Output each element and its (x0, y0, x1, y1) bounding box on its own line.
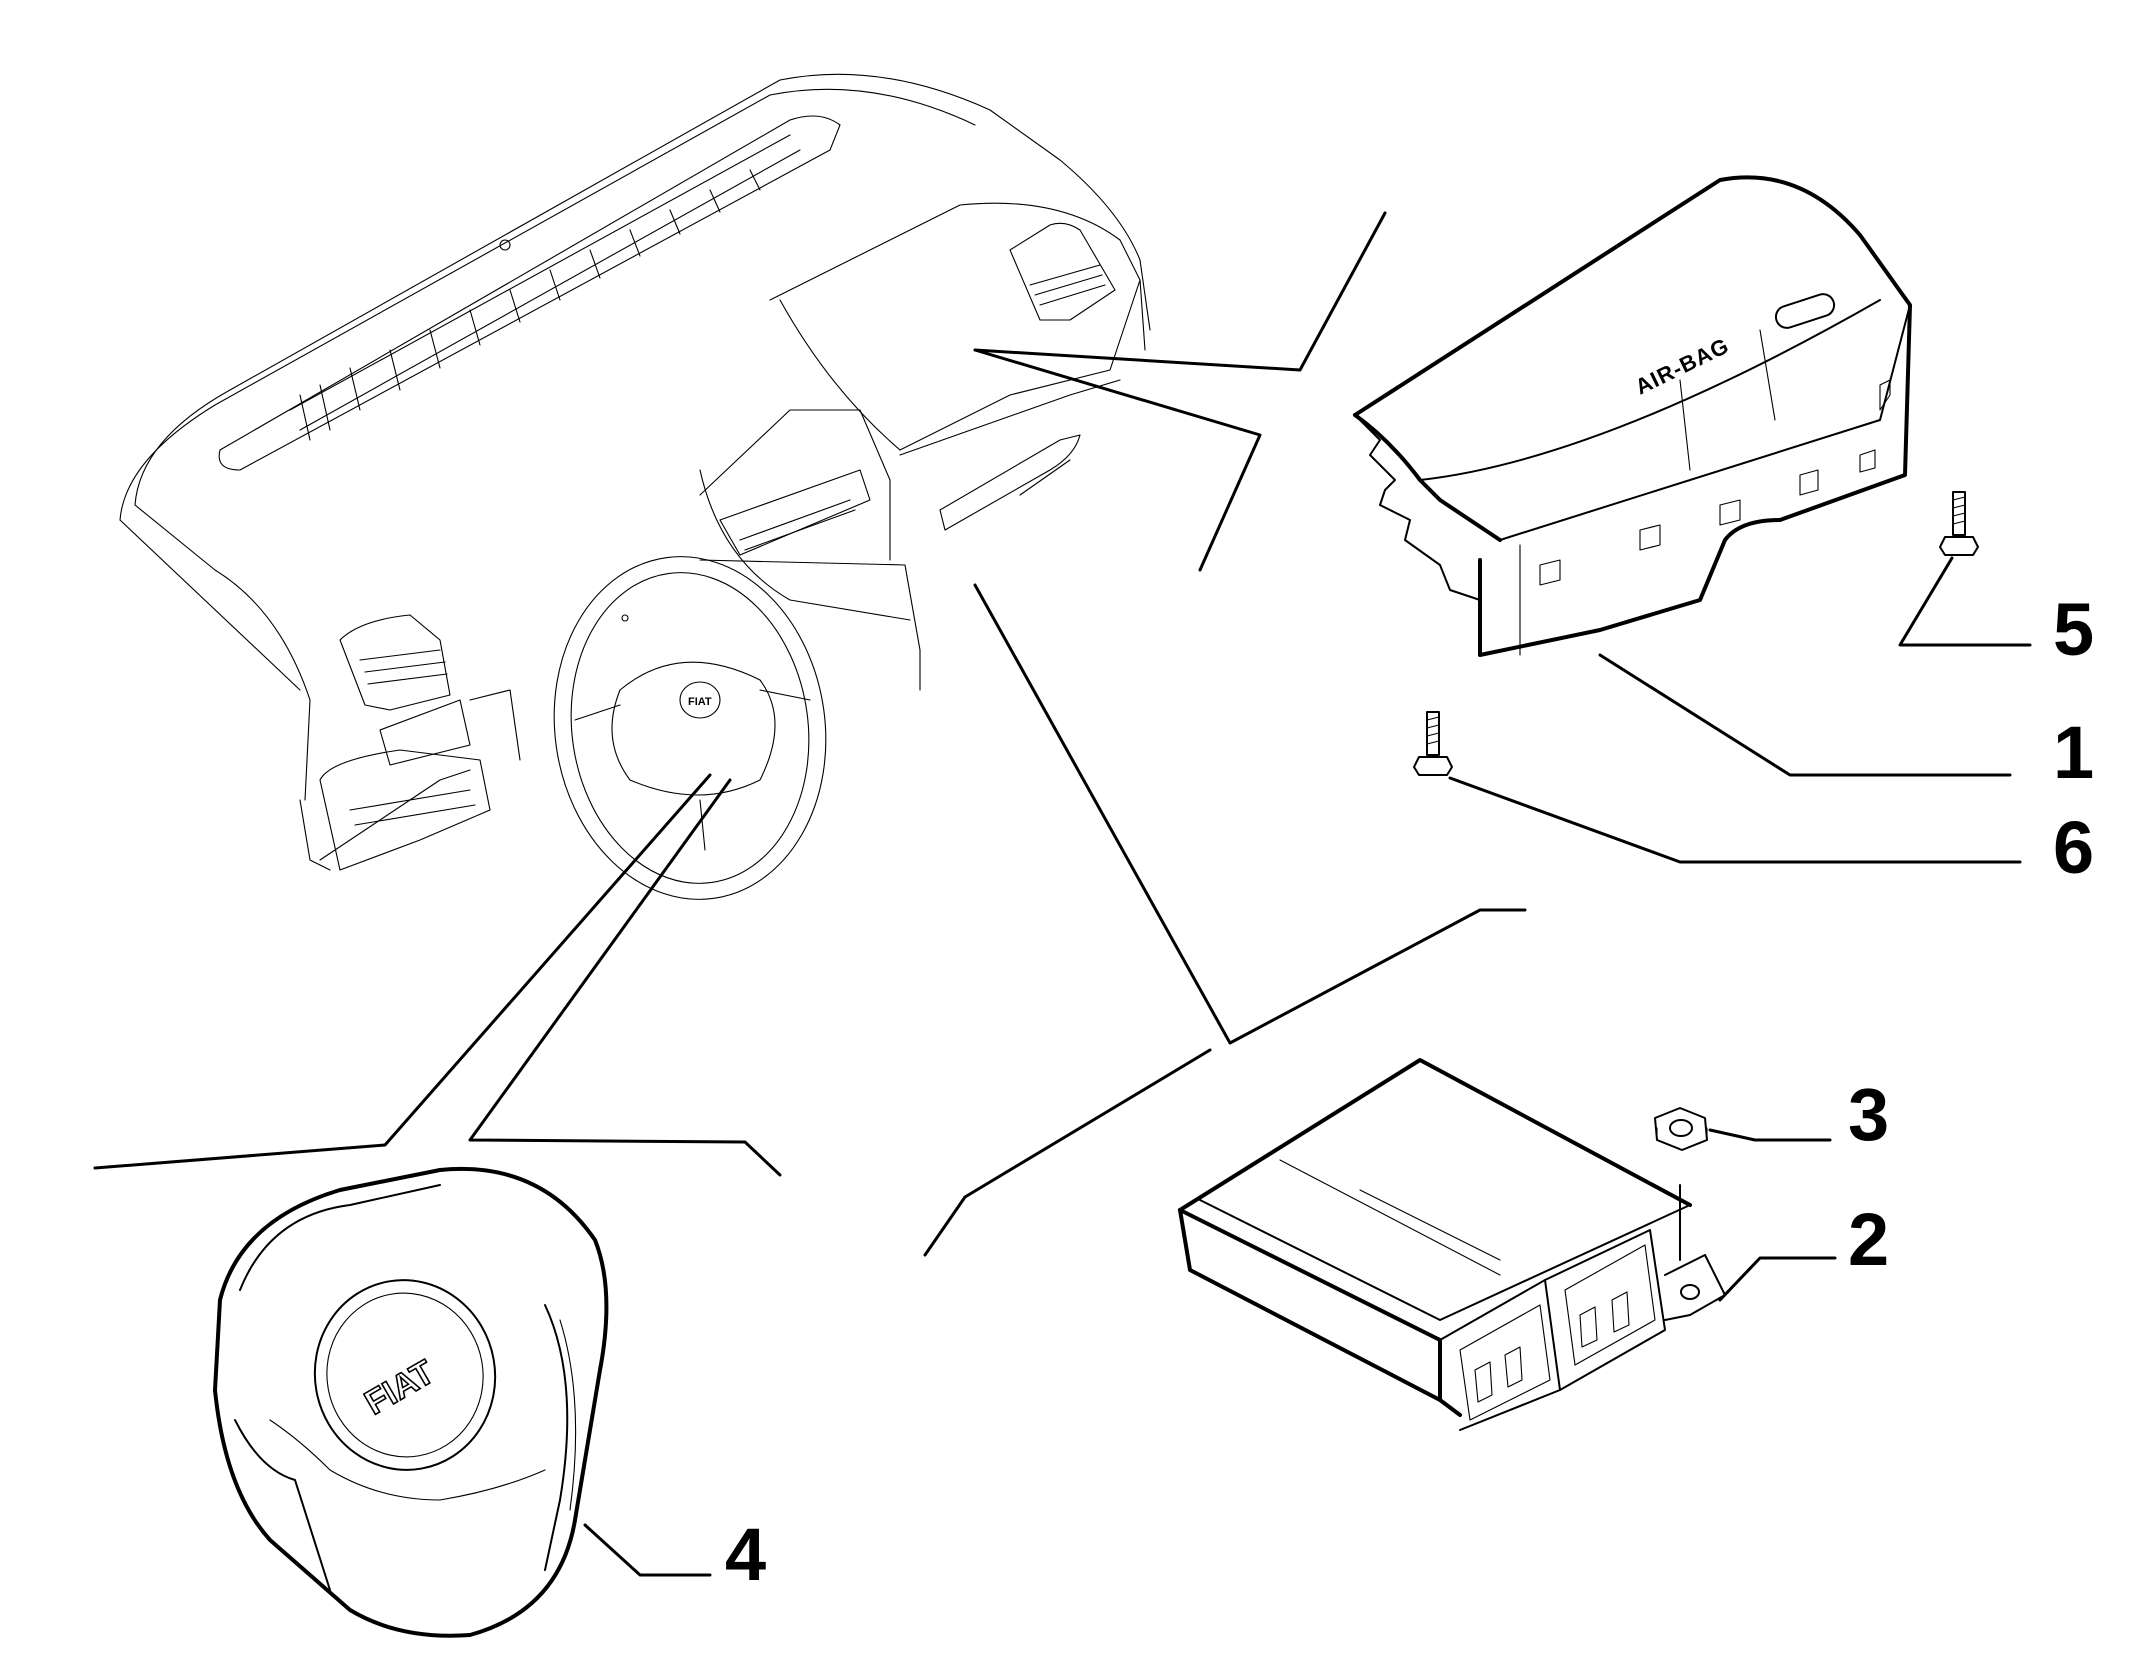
leader-3 (1708, 1128, 1832, 1142)
bolt-part-6 (1413, 711, 1453, 776)
leader-5 (1898, 556, 2032, 647)
nut-part-3 (1654, 1107, 1708, 1151)
leader-1 (1598, 653, 2012, 777)
passenger-airbag: AIR-BAG (1353, 175, 1912, 657)
callout-2: 2 (1848, 1198, 1889, 1281)
leader-4 (583, 1523, 712, 1577)
bolt-part-5 (1939, 491, 1979, 556)
leader-lines (93, 211, 2032, 1577)
callout-4: 4 (725, 1513, 766, 1596)
callout-5: 5 (2053, 588, 2094, 671)
airbag-control-unit (1178, 1058, 1726, 1431)
driver-airbag: FIAT (213, 1166, 609, 1638)
steering-wheel: FIAT (553, 556, 827, 900)
callout-numbers: 5 1 6 3 2 4 (725, 588, 2094, 1596)
callout-3: 3 (1848, 1073, 1889, 1156)
callout-6: 6 (2053, 806, 2094, 889)
steering-wheel-logo: FIAT (688, 696, 712, 708)
callout-1: 1 (2053, 711, 2094, 794)
leader-2 (1718, 1256, 1837, 1302)
leader-6 (1448, 776, 2022, 864)
dashboard-assembly (119, 73, 1151, 871)
